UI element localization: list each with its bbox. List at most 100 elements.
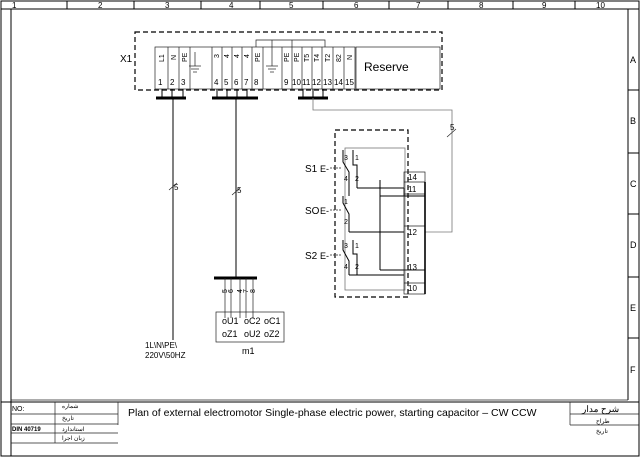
motor-label: m1 xyxy=(242,346,255,356)
terminal-numbers: 1 2 3 4 5 6 7 8 9 10 11 12 13 14 15 xyxy=(158,78,354,87)
reserve-box xyxy=(355,46,441,90)
svg-text:4: 4 xyxy=(344,264,348,271)
column-number: 8 xyxy=(479,1,484,10)
terminal-dividers xyxy=(167,47,345,89)
terminal-label: L1 xyxy=(159,54,166,62)
column-number: 7 xyxy=(416,1,421,10)
switch-so: SO E- 1 2 xyxy=(305,196,350,232)
column-number: 4 xyxy=(229,1,234,10)
switch-label: S2 xyxy=(305,251,318,262)
motor-lead-number: 6 xyxy=(228,289,235,293)
control-cable xyxy=(312,98,453,233)
terminal-top-labels: L1 N PE 3 4 4 4 PE PE PE T5 T4 T2 82 N xyxy=(159,52,354,62)
terminal-number: 2 xyxy=(170,78,175,87)
terminal-label: T4 xyxy=(314,54,321,62)
column-numbers: 1 2 3 4 5 6 7 8 9 10 xyxy=(12,1,605,10)
terminal-label: N xyxy=(171,55,178,60)
terminal-number: 10 xyxy=(292,78,301,87)
motor-terminal-box xyxy=(215,311,285,343)
terminal-label: 3 xyxy=(214,54,221,58)
motor-terminal: oU2 xyxy=(244,329,261,339)
terminal-strip xyxy=(154,46,356,90)
output-terminal-number: 10 xyxy=(408,284,417,293)
title-block-fa-label: زبان اجرا xyxy=(62,435,85,442)
terminal-number: 14 xyxy=(334,78,343,87)
terminal-label: PE xyxy=(182,52,189,62)
row-letters: A B C D E F xyxy=(630,55,637,375)
motor-terminal: oC2 xyxy=(244,316,261,326)
terminal-number: 1 xyxy=(158,78,163,87)
column-number: 6 xyxy=(354,1,359,10)
svg-text:1: 1 xyxy=(344,199,348,206)
terminal-label: 4 xyxy=(234,54,241,58)
title-block-fa-label: تاريخ xyxy=(62,415,74,422)
terminal-number: 12 xyxy=(312,78,321,87)
terminal-number: 3 xyxy=(181,78,186,87)
cable-mark: 5 xyxy=(237,186,242,195)
pe-jumper xyxy=(255,39,326,47)
motor-lead-numbers: 5 6 4 7 8 xyxy=(222,289,257,293)
motor-bus xyxy=(216,89,248,98)
row-letter: C xyxy=(630,179,637,189)
motor-lead-number: 8 xyxy=(250,289,257,293)
title-block-no: NO: xyxy=(12,406,25,413)
title-block-din: DIN 40719 xyxy=(12,427,41,433)
svg-text:1: 1 xyxy=(355,155,359,162)
svg-text:E-: E- xyxy=(320,251,329,261)
column-number: 1 xyxy=(12,1,17,10)
cable-tick xyxy=(231,187,241,196)
column-separators xyxy=(66,1,576,9)
terminal-label: 82 xyxy=(336,54,343,62)
row-letter: F xyxy=(630,365,636,375)
title-block-fa-label: شماره xyxy=(62,403,78,410)
cable-mark: 5 xyxy=(450,123,455,132)
supply-spec: 220V\50HZ xyxy=(145,351,186,360)
terminal-number: 5 xyxy=(224,78,229,87)
row-letter: D xyxy=(630,240,637,250)
svg-text:1: 1 xyxy=(355,243,359,250)
column-number: 5 xyxy=(289,1,294,10)
motor-terminal: oZ1 xyxy=(222,329,238,339)
terminal-label: PE xyxy=(294,52,301,62)
terminal-label: 4 xyxy=(224,54,231,58)
supply-spec: 1L\N\PE\ xyxy=(145,341,178,350)
ground-symbol-icon xyxy=(189,52,201,73)
output-terminal-number: 14 xyxy=(408,173,417,182)
column-number: 9 xyxy=(542,1,547,10)
motor-m1: 5 6 4 7 8 oU1 oC2 oC1 oZ1 oU2 oZ2 m1 xyxy=(215,278,285,356)
control-bus xyxy=(302,89,324,98)
svg-text:2: 2 xyxy=(344,219,348,226)
title-block: NO: DIN 40719 شماره تاريخ استاندارد زبان… xyxy=(1,399,639,444)
title-block-fa-label: استاندارد xyxy=(62,426,85,433)
drawing-title-fa: شرح مدار xyxy=(581,404,619,415)
row-letter: A xyxy=(630,55,636,65)
terminal-number: 4 xyxy=(214,78,219,87)
motor-lead-number: 7 xyxy=(243,289,250,293)
output-terminal-number: 11 xyxy=(408,185,417,194)
terminal-block-x1: X1 Reserve L1 N PE 3 4 xyxy=(120,31,443,91)
terminal-number: 8 xyxy=(254,78,259,87)
cable-tick xyxy=(168,182,178,191)
output-terminal-number: 12 xyxy=(408,228,417,237)
output-terminal-number: 13 xyxy=(408,263,417,272)
motor-terminal: oU1 xyxy=(222,316,239,326)
title-block-fa-label: تاريخ xyxy=(596,428,608,435)
row-letter: E xyxy=(630,303,636,313)
cable-tick xyxy=(446,128,457,138)
svg-text:3: 3 xyxy=(344,155,348,162)
terminal-label: PE xyxy=(284,52,291,62)
motor-terminal: oC1 xyxy=(264,316,281,326)
row-separators xyxy=(628,89,639,339)
terminal-label: N xyxy=(347,55,354,60)
terminal-number: 15 xyxy=(345,78,354,87)
output-terminal-strip: 14 11 12 13 10 xyxy=(403,171,426,295)
motor-terminal: oZ2 xyxy=(264,329,280,339)
motor-lead-number: 5 xyxy=(222,289,229,293)
svg-text:E-: E- xyxy=(320,206,329,216)
switch-label: S1 xyxy=(305,164,318,175)
terminal-number: 9 xyxy=(284,78,289,87)
title-block-fa-label: طراح xyxy=(596,418,610,425)
terminal-number: 7 xyxy=(244,78,249,87)
